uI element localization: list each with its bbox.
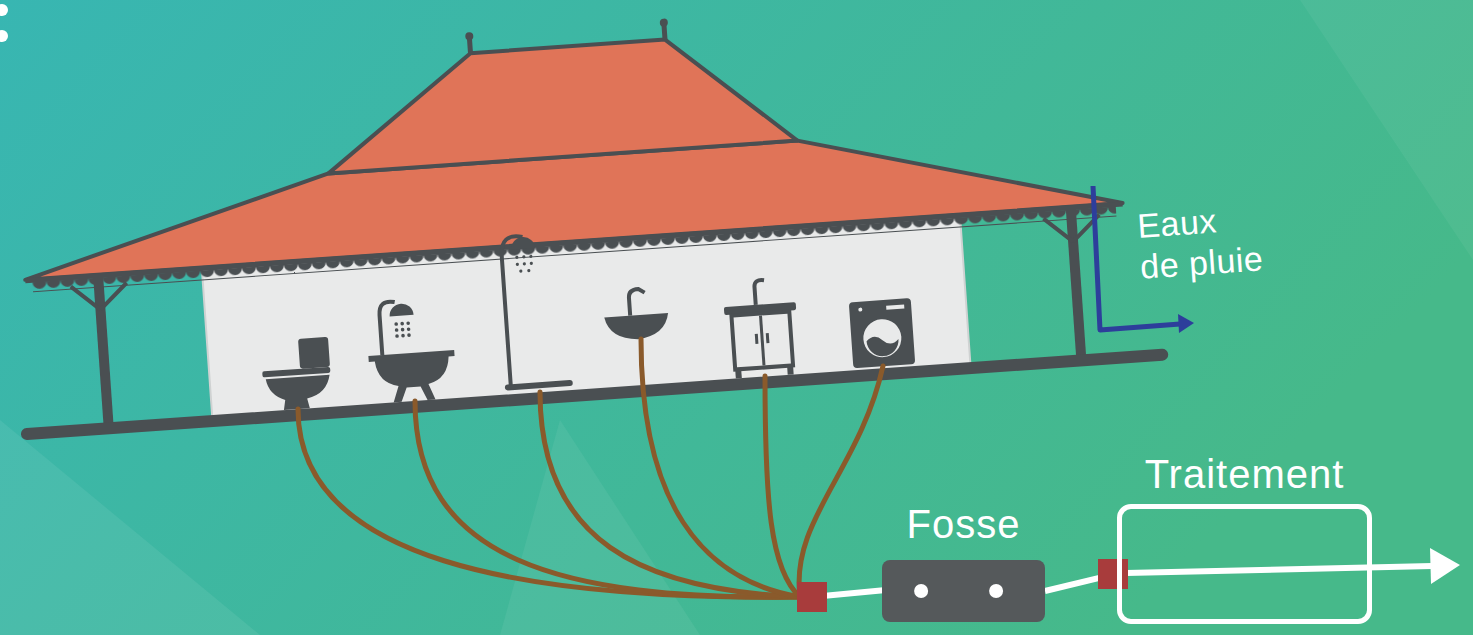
background-facet [500, 420, 700, 635]
drawing-part [862, 318, 903, 359]
cabinet-sink-icon [722, 278, 801, 379]
drawing-part [400, 322, 404, 326]
septic-tank: Fosse [882, 500, 1045, 622]
drawing-part [395, 328, 399, 332]
drawing-part [731, 312, 793, 370]
node-label: Traitement [1145, 450, 1345, 498]
eave-line [25, 204, 1122, 281]
drawing-part [519, 270, 522, 273]
drawing-part [368, 350, 457, 404]
drain-pipes [298, 339, 883, 597]
drawing-part [407, 333, 411, 337]
drawing-part [500, 236, 532, 388]
drawing-part [395, 334, 399, 338]
drawing-part [394, 322, 398, 326]
drawing-part [1178, 314, 1194, 333]
washing-machine-icon [849, 298, 915, 368]
bathtub-icon [365, 297, 458, 404]
tank-box [882, 560, 1045, 622]
roof-finial [660, 18, 669, 27]
junction-box [797, 582, 827, 612]
drawing-part [516, 263, 519, 266]
background-facet [0, 420, 260, 635]
house [0, 0, 1169, 440]
drawing-part [510, 236, 535, 250]
toilet-icon [260, 337, 333, 412]
roof-finial [469, 25, 665, 54]
drawing-part [886, 305, 904, 310]
drawing-part [799, 366, 883, 597]
eave-fringe [32, 207, 1116, 293]
shower-icon [494, 233, 573, 391]
drawing-part [765, 376, 800, 597]
drawing-part [401, 328, 405, 332]
drawing-part [406, 321, 410, 325]
drawing-part [604, 313, 670, 341]
drawing-part [761, 316, 764, 366]
menu-dot [0, 4, 8, 16]
drawing-part [515, 256, 518, 259]
drawing-part [527, 269, 530, 272]
roof-upper [321, 31, 798, 174]
drawing-part [530, 262, 533, 265]
drawing-part [628, 289, 646, 316]
outflow-arrowhead [1430, 548, 1460, 584]
drawing-part [401, 334, 405, 338]
roof-finial [465, 32, 474, 41]
rainwater-label: Eaux de pluie [1136, 195, 1301, 288]
floor [21, 348, 1169, 440]
drawing-part [298, 337, 330, 369]
drawing-part [523, 262, 526, 265]
background-facet [1300, 0, 1473, 260]
drawing-part [866, 335, 899, 357]
treatment-box [1117, 504, 1372, 624]
drawing-part [522, 255, 525, 258]
drawing-part [641, 339, 800, 597]
node-label: Fosse [907, 500, 1021, 548]
drawing-part [529, 255, 532, 258]
drawing-part [1126, 566, 1432, 573]
drawing-part [735, 369, 742, 378]
drawing-part [505, 380, 573, 391]
tank-holes [882, 560, 1045, 622]
junction-box [1098, 559, 1128, 589]
drawing-part [766, 333, 770, 343]
menu-dot [0, 30, 8, 42]
drawing-part [754, 280, 766, 305]
drawing-part [755, 334, 759, 344]
treatment-unit: Traitement [1117, 450, 1372, 624]
tank-hole [914, 584, 928, 598]
drawing-part [407, 327, 411, 331]
drawing-part [266, 375, 332, 411]
sink-icon [602, 287, 669, 341]
drawing-part [858, 307, 862, 311]
drawing-part [415, 401, 800, 597]
drawing-part [787, 365, 794, 374]
drawing-part [389, 303, 414, 317]
drawing-part [849, 298, 915, 368]
tank-hole [989, 584, 1003, 598]
